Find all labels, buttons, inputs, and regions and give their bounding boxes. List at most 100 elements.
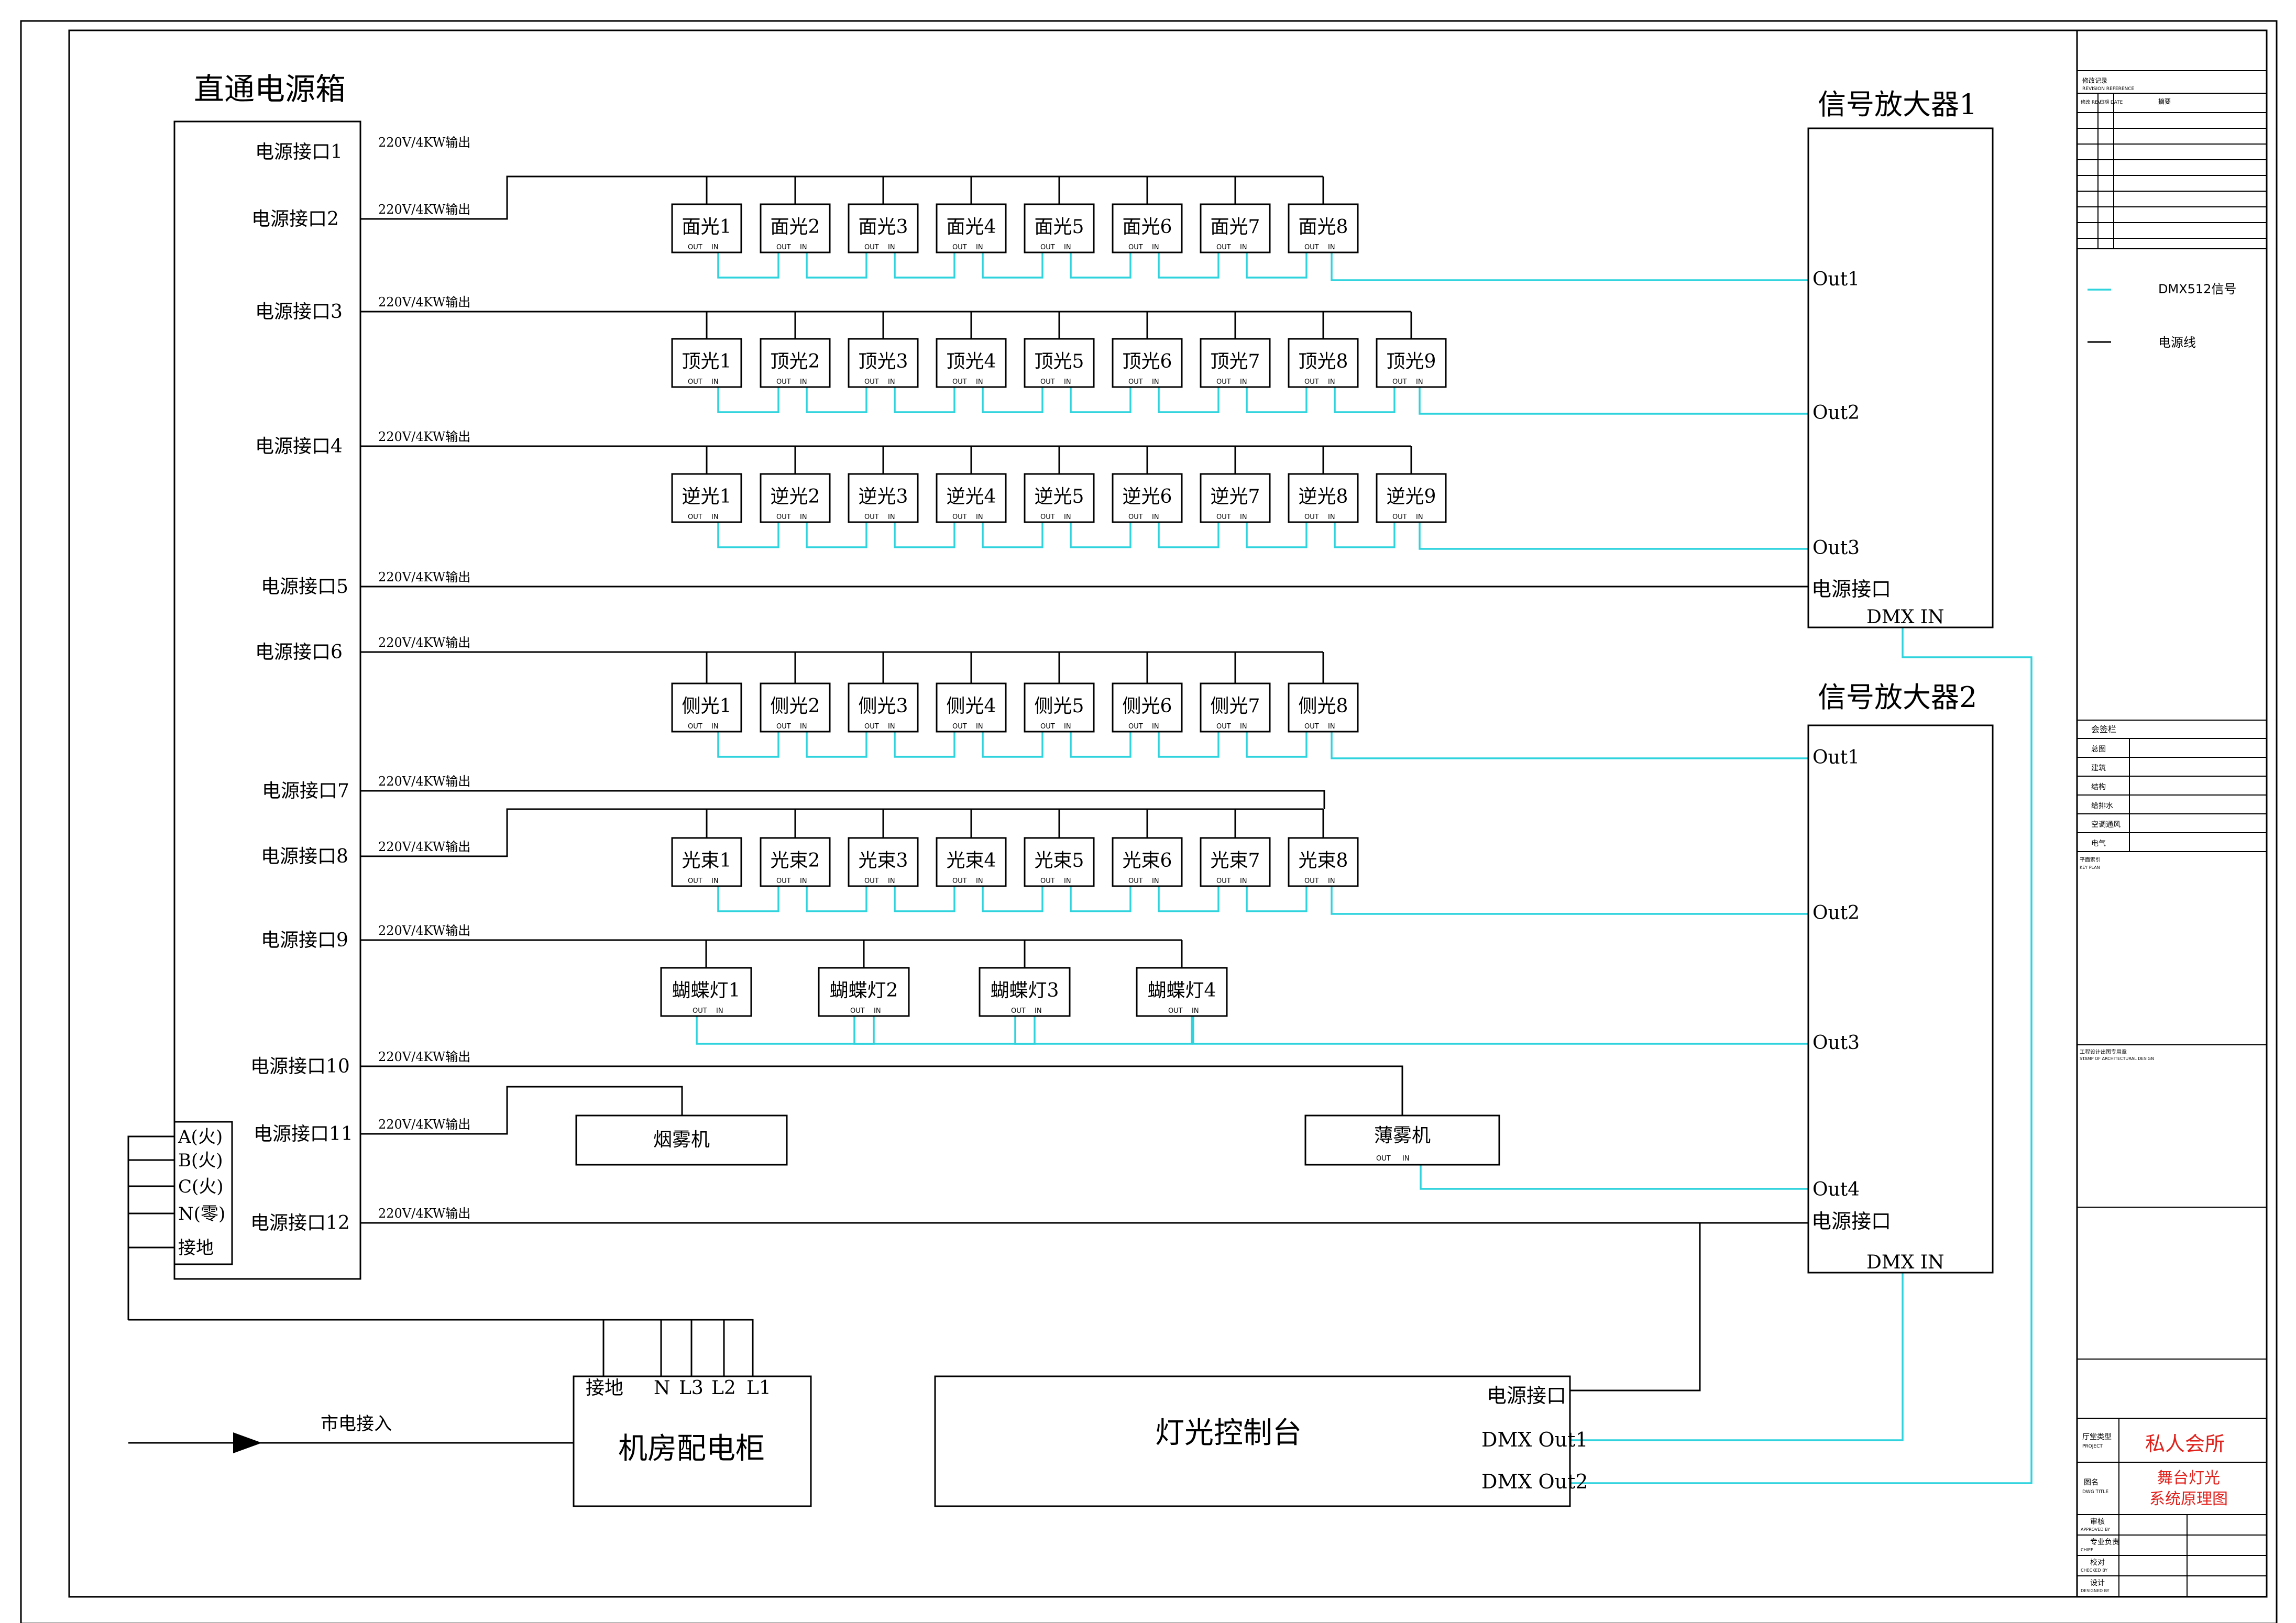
back-port-out: OUT xyxy=(1128,513,1143,521)
side-port-in: IN xyxy=(1240,723,1247,731)
amplifier-1-frame xyxy=(1807,127,1994,628)
butterfly-port-out: OUT xyxy=(1168,1007,1183,1015)
side-fixture-label: 侧光8 xyxy=(1299,695,1348,717)
back-port-in: IN xyxy=(1064,513,1071,521)
beam-fixture-label: 光束4 xyxy=(947,850,996,871)
top-fixture-label: 顶光6 xyxy=(1123,351,1172,372)
side-fixture-box xyxy=(1288,682,1359,733)
beam-fixture-label: 光束2 xyxy=(771,850,820,871)
beam-port-out: OUT xyxy=(776,877,791,885)
side-fixture-label: 侧光3 xyxy=(859,695,908,717)
top-dmx-link-6 xyxy=(1158,387,1220,413)
side-port-out: OUT xyxy=(1216,723,1231,731)
role-label: 校对 xyxy=(2090,1558,2105,1567)
face-fixture-box xyxy=(671,203,742,253)
back-port-out: OUT xyxy=(1304,513,1319,521)
back-fixture-box xyxy=(1200,473,1271,523)
top-fixture-label: 顶光4 xyxy=(947,351,996,372)
side-fixture-label: 侧光7 xyxy=(1211,695,1260,717)
port-label-1: 电源接口1 xyxy=(255,141,343,163)
beam-fixture-box xyxy=(1112,837,1183,887)
butterfly-port-in: IN xyxy=(874,1007,881,1015)
top-dmx-link-4 xyxy=(982,387,1043,413)
key-plan: 平面索引 xyxy=(2080,856,2101,863)
top-port-out: OUT xyxy=(1040,378,1055,386)
back-fixture-box xyxy=(936,473,1007,523)
terminal-block xyxy=(173,1121,233,1265)
back-port-out: OUT xyxy=(688,513,702,521)
face-fixture-label: 面光5 xyxy=(1035,216,1084,238)
top-port-out: OUT xyxy=(1392,378,1407,386)
role-label: 设计 xyxy=(2090,1579,2105,1587)
amplifier-2: 信号放大器2 Out1 Out2 Out3 Out4 电源接口 DMX IN xyxy=(1807,681,1994,1274)
key-plan-en: KEY PLAN xyxy=(2080,865,2100,870)
drawing-label: 图名 xyxy=(2084,1478,2099,1487)
beam-fixture-label: 光束1 xyxy=(682,850,732,871)
amp2-dmx-in: DMX IN xyxy=(1866,1252,1945,1273)
role-label-en: APPROVED BY xyxy=(2081,1527,2110,1532)
beam-port-in: IN xyxy=(1328,877,1335,885)
top-port-in: IN xyxy=(1064,378,1071,386)
power-lines xyxy=(127,175,1808,1392)
beam-dmx-link-2 xyxy=(806,886,867,912)
face-dmx-link-6 xyxy=(1158,252,1220,279)
side-port-out: OUT xyxy=(864,723,879,731)
face-port-in: IN xyxy=(711,244,719,251)
role-label: 专业负责 xyxy=(2090,1538,2119,1547)
beam-fixture-box xyxy=(936,837,1007,887)
top-fixture-box xyxy=(1024,338,1095,388)
amp1-out3: Out3 xyxy=(1812,537,1860,559)
port-output-label-10: 220V/4KW输出 xyxy=(378,1050,470,1064)
top-port-out: OUT xyxy=(1216,378,1231,386)
beam-fixture-box xyxy=(1200,837,1271,887)
beam-fixture-box xyxy=(1024,837,1095,887)
butterfly-port-out: OUT xyxy=(693,1007,707,1015)
back-dmx-link-1 xyxy=(717,522,779,548)
rev-col-date: 日期 DATE xyxy=(2100,100,2123,105)
sign-header: 会签栏 xyxy=(2091,724,2116,734)
port-output-label-7: 220V/4KW输出 xyxy=(378,774,470,789)
cabinet-title: 机房配电柜 xyxy=(618,1432,765,1466)
butterfly-port-in: IN xyxy=(1035,1007,1042,1015)
console-power: 电源接口 xyxy=(1487,1384,1566,1407)
amplifier-1: 信号放大器1 Out1 Out2 Out3 电源接口 DMX IN xyxy=(1807,88,1994,628)
top-fixture-label: 顶光8 xyxy=(1299,351,1348,372)
amplifier-2-title: 信号放大器2 xyxy=(1818,681,1977,714)
side-port-in: IN xyxy=(800,723,807,731)
back-fixture-label: 逆光3 xyxy=(859,486,908,507)
back-port-in: IN xyxy=(1240,513,1247,521)
butterfly-fixture-box xyxy=(818,967,910,1017)
top-dmx-home xyxy=(1419,387,1808,415)
top-port-in: IN xyxy=(1240,378,1247,386)
side-fixture-box xyxy=(1024,682,1095,733)
butterfly-port-out: OUT xyxy=(1011,1007,1026,1015)
terminal-label-4: N(零) xyxy=(178,1204,225,1224)
terminal-label-5: 接地 xyxy=(178,1238,214,1258)
port-output-label-5: 220V/4KW输出 xyxy=(378,570,470,584)
beam-dmx-link-3 xyxy=(894,886,955,912)
role-label: 审核 xyxy=(2090,1518,2105,1526)
butterfly-fixture-label: 蝴蝶灯4 xyxy=(1148,980,1216,1001)
drawing-label-en: DWG TITLE xyxy=(2082,1489,2108,1495)
amp1-power: 电源接口 xyxy=(1811,578,1891,601)
face-port-out: OUT xyxy=(1040,244,1055,251)
port-label-12: 电源接口12 xyxy=(250,1212,350,1234)
back-port-in: IN xyxy=(1152,513,1159,521)
cabinet-l3: L3 xyxy=(679,1377,704,1399)
side-dmx-link-4 xyxy=(982,732,1043,758)
side-fixture-box xyxy=(760,682,831,733)
beam-port-in: IN xyxy=(1152,877,1159,885)
face-port-in: IN xyxy=(976,244,983,251)
sign-row-label: 给排水 xyxy=(2091,802,2113,810)
face-power-bus xyxy=(360,175,1323,220)
mains-label: 市电接入 xyxy=(321,1414,392,1434)
top-dmx-link-5 xyxy=(1070,387,1131,413)
beam-fixture-box xyxy=(760,837,831,887)
stamp: 工程设计出图专用章 xyxy=(2080,1048,2127,1055)
top-fixture-box xyxy=(1376,338,1447,388)
side-port-in: IN xyxy=(1328,723,1335,731)
back-dmx-link-3 xyxy=(894,522,955,548)
project-name: 私人会所 xyxy=(2145,1432,2225,1455)
port-label-11: 电源接口11 xyxy=(254,1123,353,1145)
